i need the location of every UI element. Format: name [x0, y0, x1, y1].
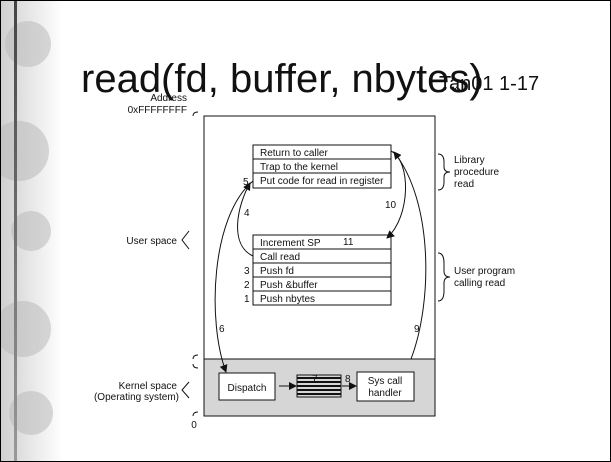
user-program-stack: Increment SP Call read Push fd Push &buf… — [252, 234, 392, 306]
user-box-push-fd: Push fd — [260, 266, 294, 277]
handler-label-2: handler — [368, 388, 402, 399]
user-space-marker — [181, 230, 190, 250]
library-brace-label-1: Library — [454, 155, 485, 166]
address-label: Address — [150, 93, 187, 104]
step-3: 3 — [244, 266, 250, 277]
user-box-increment-sp: Increment SP — [260, 238, 321, 249]
address-value: 0xFFFFFFFF — [128, 105, 187, 116]
zero-address-label: 0 — [191, 420, 197, 431]
user-box-push-buffer: Push &buffer — [260, 280, 318, 291]
dispatch-table — [296, 374, 342, 398]
user-brace-label-1: User program — [454, 266, 515, 277]
user-brace-label-2: calling read — [454, 278, 505, 289]
syscall-handler-box — [356, 371, 415, 402]
user-program-brace — [437, 252, 451, 302]
step-1: 1 — [244, 294, 250, 305]
step-6: 6 — [219, 324, 225, 335]
kernel-space-marker — [181, 381, 190, 399]
library-box-put-code: Put code for read in register — [260, 176, 384, 187]
step-2: 2 — [244, 280, 250, 291]
user-space-label: User space — [126, 236, 177, 247]
kernel-space-sublabel: (Operating system) — [94, 392, 179, 403]
arrow-6 — [214, 180, 254, 373]
library-brace-label-2: procedure — [454, 167, 499, 178]
step-9: 9 — [414, 324, 420, 335]
arrow-10 — [386, 150, 407, 239]
user-box-call-read: Call read — [260, 252, 300, 263]
library-brace-label-3: read — [454, 179, 474, 190]
dispatch-label: Dispatch — [228, 383, 267, 394]
library-brace — [437, 153, 451, 191]
dispatch-box — [218, 372, 276, 401]
library-box-trap: Trap to the kernel — [260, 162, 338, 173]
top-address-tick — [192, 111, 199, 117]
kernel-space-label: Kernel space — [119, 381, 178, 392]
arrow-4 — [237, 182, 254, 257]
step-10: 10 — [385, 200, 397, 211]
arrow-9 — [393, 151, 427, 360]
library-procedure-stack: Return to caller Trap to the kernel Put … — [252, 144, 392, 189]
handler-label-1: Sys call — [368, 376, 402, 387]
slide-title: read(fd, buffer, nbytes) — [81, 57, 483, 101]
step-8: 8 — [345, 374, 351, 385]
decorative-vertical-line — [14, 1, 17, 461]
step-11: 11 — [343, 237, 354, 248]
user-box-push-nbytes: Push nbytes — [260, 294, 315, 305]
slide-title-reference: Tan01 1-17 — [439, 73, 540, 95]
step-4: 4 — [244, 208, 250, 219]
decorative-gear-strip — [1, 1, 63, 461]
library-box-return: Return to caller — [260, 148, 328, 159]
boundary-tick-lower — [192, 363, 199, 369]
bottom-address-tick — [192, 411, 199, 417]
boundary-tick-upper — [192, 354, 199, 360]
